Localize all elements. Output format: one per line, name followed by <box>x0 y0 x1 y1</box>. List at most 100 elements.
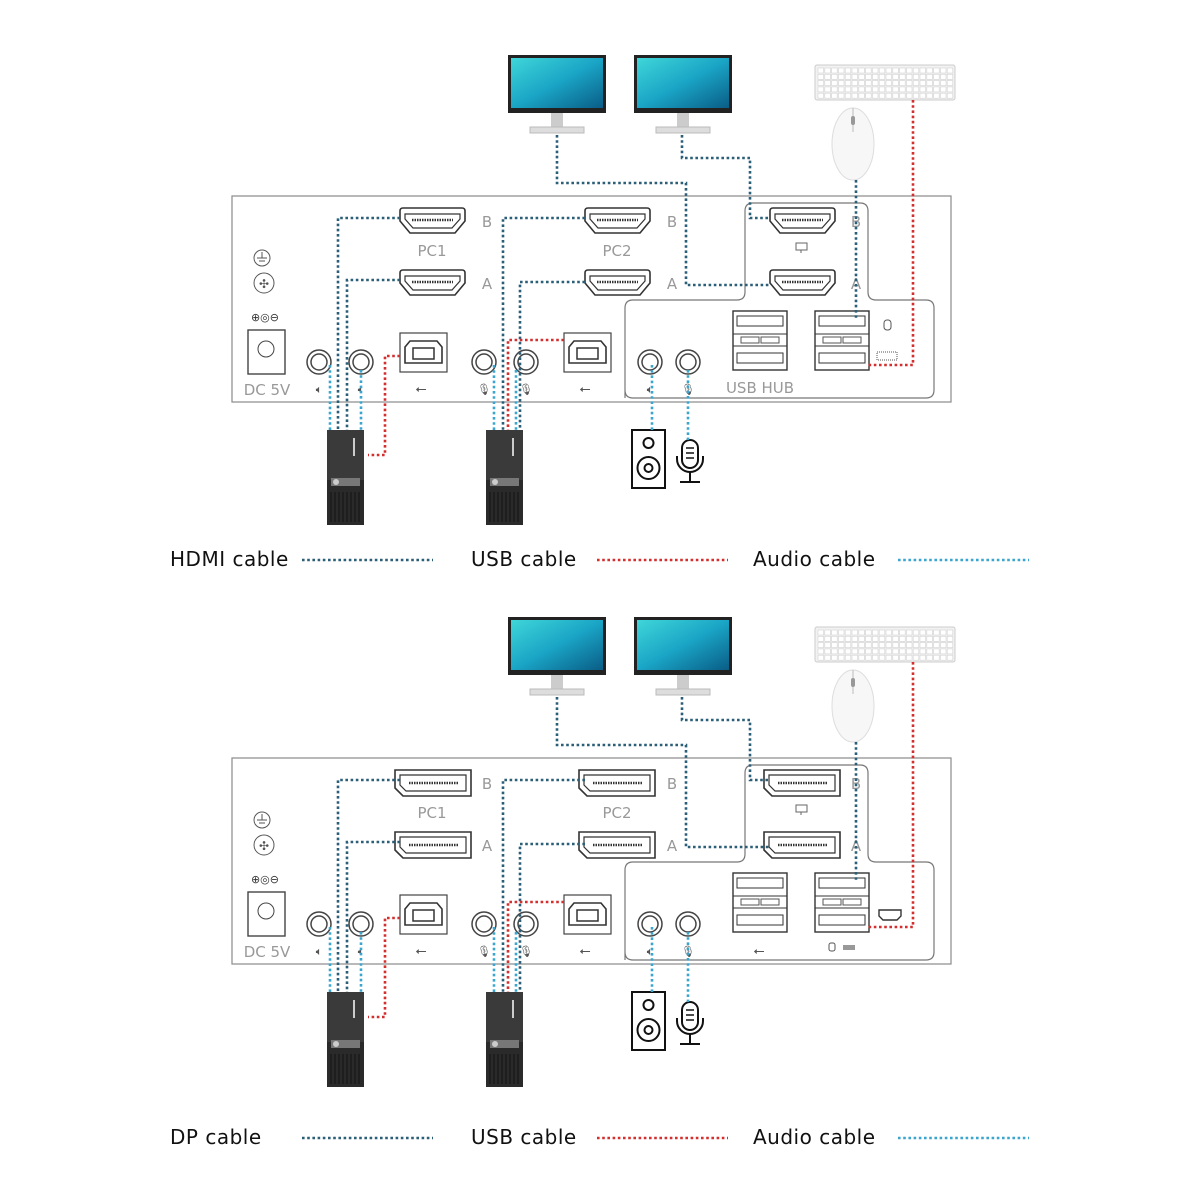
tower-front <box>327 430 364 480</box>
key <box>817 86 824 93</box>
key <box>919 642 926 648</box>
console-speaker-jack <box>637 349 663 375</box>
key <box>865 654 872 661</box>
console-section-outline <box>624 764 935 961</box>
key <box>865 74 872 80</box>
key <box>865 67 872 74</box>
port-label: B <box>667 775 677 793</box>
key <box>892 636 899 642</box>
mouse-icon <box>831 669 875 743</box>
usb-a-slot <box>736 315 784 327</box>
hdmi-mini-port <box>878 909 902 921</box>
key <box>817 648 824 655</box>
dp-inner <box>768 774 836 792</box>
headphone-out-jack <box>306 349 332 375</box>
key <box>899 86 906 93</box>
key <box>838 629 845 636</box>
key <box>872 92 879 99</box>
monitor-screen <box>511 58 603 108</box>
key <box>858 67 865 74</box>
key <box>878 648 886 655</box>
mic-in-jack <box>513 349 539 375</box>
key <box>858 642 865 648</box>
legend-label-audio: Audio cable <box>753 547 876 571</box>
key <box>838 636 845 642</box>
key <box>892 654 899 661</box>
speaker-icon <box>631 991 666 1051</box>
dc-power-jack <box>247 891 286 937</box>
displayport-port <box>394 831 472 859</box>
key <box>844 86 852 93</box>
key <box>831 654 838 661</box>
key <box>892 74 899 80</box>
key <box>933 67 940 74</box>
key <box>926 636 933 642</box>
key <box>906 67 913 74</box>
usb-a-frame <box>814 872 870 933</box>
hdmi-inner <box>404 213 461 229</box>
key <box>858 86 865 93</box>
key <box>919 648 926 655</box>
video-cable-monitor-b <box>680 135 770 220</box>
key <box>912 67 920 74</box>
jack-hole <box>517 353 535 371</box>
key <box>912 654 920 661</box>
key <box>899 67 906 74</box>
pc-tower-icon <box>486 430 523 525</box>
key <box>906 648 913 655</box>
key <box>926 74 933 80</box>
power-label: DC 5V <box>244 943 291 961</box>
port-label: A <box>482 275 493 293</box>
key <box>926 86 933 93</box>
monitor-base <box>655 126 711 134</box>
key <box>858 654 865 661</box>
key <box>933 80 940 86</box>
key <box>892 92 899 99</box>
key <box>919 74 926 80</box>
video-cable-pc2-a <box>518 280 585 430</box>
keyboard-port-icon <box>843 945 855 950</box>
usb-a-mark <box>760 336 780 344</box>
hdmi-port <box>399 269 466 296</box>
console-section-outline <box>624 202 935 399</box>
screw-icon-mark: ✣ <box>259 839 269 853</box>
key <box>851 74 858 80</box>
key <box>892 67 899 74</box>
key <box>919 654 926 661</box>
key <box>946 92 954 99</box>
usb-a-port-stack <box>732 872 788 933</box>
key <box>906 74 913 80</box>
tower-logo <box>492 479 498 485</box>
key <box>831 74 838 80</box>
key <box>838 648 845 655</box>
key <box>817 654 824 661</box>
video-cable-pc2-a <box>518 842 585 992</box>
monitor-screen <box>637 58 729 108</box>
displayport-port <box>578 831 656 859</box>
key <box>946 74 954 80</box>
mic-in-icon: 🎙︎ <box>477 945 491 958</box>
key <box>851 629 858 636</box>
video-cable-pc2-b <box>501 778 585 992</box>
jack-hole <box>641 915 659 933</box>
hdmi-inner <box>589 275 646 291</box>
key <box>817 74 824 80</box>
mic-in-icon: 🎙︎ <box>519 945 533 958</box>
key <box>838 80 845 86</box>
key <box>885 636 892 642</box>
key <box>844 636 852 642</box>
key <box>892 629 899 636</box>
screw-icon <box>253 834 275 856</box>
ground-icon <box>253 249 271 267</box>
key <box>831 642 838 648</box>
tower-drive <box>353 438 355 456</box>
key <box>844 74 852 80</box>
usb-b-port <box>399 332 448 373</box>
hdmi-inner <box>774 275 831 291</box>
monitor-screen <box>511 620 603 670</box>
key <box>831 67 838 74</box>
key <box>851 86 858 93</box>
key <box>933 648 940 655</box>
key <box>906 636 913 642</box>
key <box>933 642 940 648</box>
